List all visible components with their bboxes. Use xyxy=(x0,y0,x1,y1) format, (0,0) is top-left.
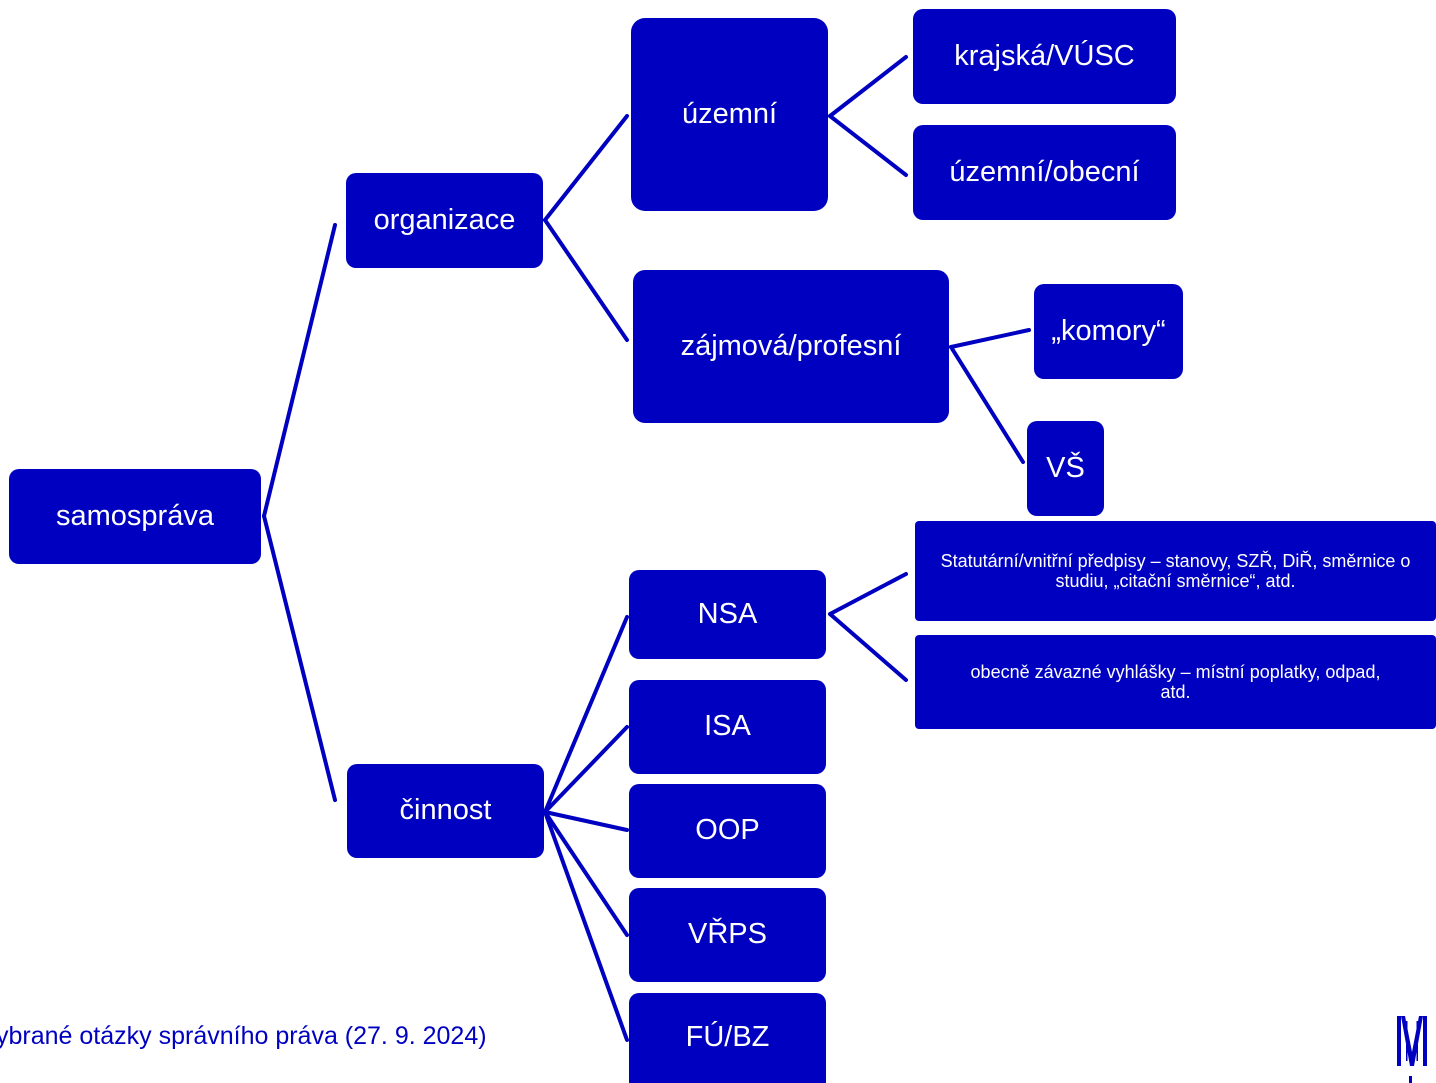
node-vs-label: VŠ xyxy=(1046,451,1085,484)
node-oop: OOP xyxy=(629,784,826,878)
node-organizace-label: organizace xyxy=(373,203,516,236)
node-komory: „komory“ xyxy=(1034,284,1183,379)
node-cinnost: činnost xyxy=(347,764,544,858)
node-zajmova: zájmová/profesní xyxy=(633,270,949,423)
connector-organizace-zajmova xyxy=(543,218,629,342)
node-isa: ISA xyxy=(629,680,826,774)
node-oop-label: OOP xyxy=(695,814,760,847)
node-krajska-label: krajská/VÚSC xyxy=(954,39,1135,72)
node-uzemni: územní xyxy=(631,18,828,211)
node-samosprava: samospráva xyxy=(9,469,261,564)
connector-uzemni-krajska xyxy=(828,55,908,118)
connector-uzemni-obecni xyxy=(828,114,908,177)
connector-zajmova-komory xyxy=(949,328,1031,349)
node-obecne-label: obecně závazné vyhlášky – místní poplatk… xyxy=(970,661,1381,702)
connector-zajmova-vs xyxy=(949,345,1025,464)
connector-nsa-obecne xyxy=(828,612,908,682)
node-statutarni-label: Statutární/vnitřní předpisy – stanovy, S… xyxy=(940,550,1411,591)
node-statutarni: Statutární/vnitřní předpisy – stanovy, S… xyxy=(915,521,1436,621)
node-nsa: NSA xyxy=(629,570,826,659)
footer-text: ybrané otázky správního práva (27. 9. 20… xyxy=(0,1022,487,1050)
muni-logo-icon xyxy=(1397,1016,1427,1083)
node-krajska: krajská/VÚSC xyxy=(913,9,1176,104)
node-isa-label: ISA xyxy=(704,710,751,743)
connector-cinnost-vrps xyxy=(543,810,629,937)
node-zajmova-label: zájmová/profesní xyxy=(680,329,902,362)
connector-cinnost-nsa xyxy=(543,615,629,814)
connector-nsa-statutarni xyxy=(828,572,908,616)
connector-samosprava-cinnost xyxy=(262,514,337,802)
node-vrps-label: VŘPS xyxy=(688,918,767,951)
connector-cinnost-oop xyxy=(543,810,629,832)
connector-cinnost-fubz xyxy=(543,810,629,1042)
node-vrps: VŘPS xyxy=(629,888,826,982)
node-obecne: obecně závazné vyhlášky – místní poplatk… xyxy=(915,635,1436,729)
node-komory-label: „komory“ xyxy=(1051,314,1166,347)
node-fubz: FÚ/BZ xyxy=(629,993,826,1083)
node-uzemni-label: územní xyxy=(681,97,778,130)
node-nsa-label: NSA xyxy=(697,597,758,630)
node-fubz-label: FÚ/BZ xyxy=(685,1021,770,1054)
node-cinnost-label: činnost xyxy=(399,794,492,827)
node-samosprava-label: samospráva xyxy=(56,499,214,532)
node-vs: VŠ xyxy=(1027,421,1104,516)
connector-samosprava-organizace xyxy=(262,223,337,518)
connector-cinnost-isa xyxy=(543,725,629,814)
connector-organizace-uzemni xyxy=(543,114,629,222)
node-uzemni-obecni-label: územní/obecní xyxy=(949,155,1140,188)
node-uzemni-obecni: územní/obecní xyxy=(913,125,1176,220)
node-organizace: organizace xyxy=(346,173,543,268)
